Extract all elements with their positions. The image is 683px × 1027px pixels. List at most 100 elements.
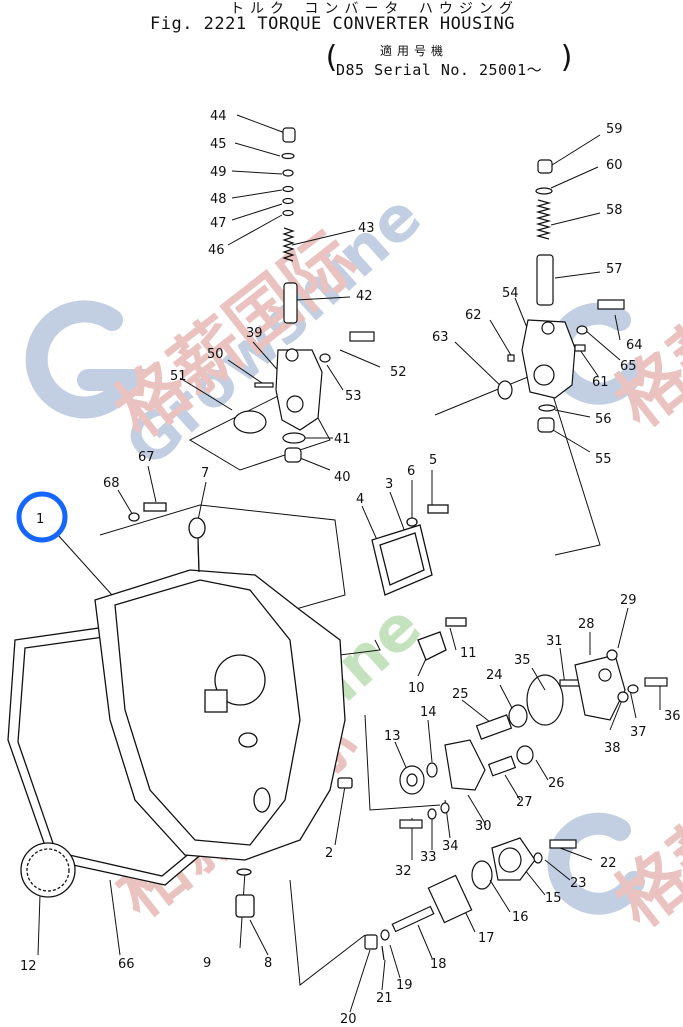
gear-train	[399, 649, 668, 829]
bolt-64	[597, 299, 625, 310]
o-ring-9	[236, 868, 252, 876]
ring-gear-12	[20, 842, 76, 898]
shaft-25	[475, 714, 513, 740]
label-62: 62	[465, 308, 482, 323]
label-52: 52	[390, 365, 407, 380]
plug-59	[537, 159, 553, 174]
housing-cutout	[204, 689, 228, 713]
eyebolt-7-shank	[197, 537, 200, 573]
label-42: 42	[356, 289, 373, 304]
label-37: 37	[630, 725, 647, 740]
washer-34	[440, 802, 450, 814]
label-6: 6	[407, 464, 415, 479]
label-47: 47	[210, 216, 227, 231]
washer-33	[427, 808, 437, 820]
label-15: 15	[545, 891, 562, 906]
valve-port	[286, 395, 304, 413]
washer-37	[627, 684, 639, 694]
bracket-bottom	[289, 879, 366, 986]
label-43: 43	[358, 221, 375, 236]
label-18: 18	[430, 957, 447, 972]
bolt-67	[143, 502, 167, 512]
part-labels: 44 45 49 48 47 46 43 42 39 50 51 52 53 4…	[20, 109, 681, 1027]
nut-20	[364, 934, 378, 950]
spool-42	[283, 282, 298, 324]
serial-number: D85 Serial No. 25001～	[336, 61, 543, 79]
o-ring-45	[281, 152, 295, 160]
o-ring-35	[526, 674, 564, 726]
label-38: 38	[604, 741, 621, 756]
gear-30	[444, 739, 486, 791]
bolt-32	[399, 819, 423, 829]
left-valve-assembly	[233, 127, 375, 463]
valve-port	[533, 364, 555, 386]
label-14: 14	[420, 705, 437, 720]
bolt-11	[445, 617, 467, 627]
label-12: 12	[20, 959, 37, 974]
ring-49	[282, 169, 294, 177]
label-57: 57	[606, 262, 623, 277]
highlight-circle	[16, 491, 68, 543]
label-59: 59	[606, 122, 623, 137]
label-2: 2	[325, 846, 333, 861]
gear-24	[508, 704, 528, 728]
label-64: 64	[626, 338, 643, 353]
label-46: 46	[208, 243, 225, 258]
label-8: 8	[264, 956, 272, 971]
right-valve-assembly	[497, 159, 625, 433]
plug-2	[337, 777, 353, 789]
ring-gear-12-teeth	[26, 848, 70, 892]
nut-26	[516, 745, 534, 765]
label-29: 29	[620, 593, 637, 608]
label-55: 55	[595, 452, 612, 467]
gasket-4	[379, 532, 425, 586]
plug-55	[537, 417, 555, 433]
label-3: 3	[385, 477, 393, 492]
diagram-header: トルク コンバータ ハウジング Fig. 2221 TORQUE CONVERT…	[0, 0, 683, 90]
housing-bore	[214, 654, 266, 706]
label-7: 7	[201, 466, 209, 481]
fitting-61	[574, 344, 586, 352]
label-11: 11	[460, 646, 477, 661]
housing-assembly	[7, 502, 467, 918]
label-67: 67	[138, 450, 155, 465]
valve-port	[285, 348, 299, 362]
pin-50	[254, 382, 274, 388]
label-65: 65	[620, 359, 637, 374]
label-1: 1	[36, 512, 44, 527]
bolt-5	[427, 504, 449, 514]
label-44: 44	[210, 109, 227, 124]
cover-plate-3	[371, 524, 433, 596]
housing-port	[238, 732, 258, 748]
label-30: 30	[475, 819, 492, 834]
label-39: 39	[246, 326, 263, 341]
label-56: 56	[595, 412, 612, 427]
o-ring-60	[535, 187, 553, 195]
serial-paren-close: )	[558, 40, 577, 75]
bearing-13-bore	[406, 773, 418, 787]
label-60: 60	[606, 158, 623, 173]
washer-65	[576, 325, 588, 335]
filter-cover-15-bore	[498, 847, 522, 873]
snap-ring-14	[426, 762, 438, 778]
element-17	[427, 874, 473, 924]
serial-japanese: 適用号機	[380, 44, 449, 58]
label-51: 51	[170, 369, 187, 384]
label-24: 24	[486, 668, 503, 683]
label-49: 49	[210, 165, 227, 180]
label-63: 63	[432, 330, 449, 345]
housing-1-flange	[114, 579, 301, 846]
washer-23	[533, 852, 543, 864]
label-5: 5	[429, 453, 437, 468]
label-23: 23	[570, 876, 587, 891]
spring-43	[282, 227, 295, 262]
label-31: 31	[546, 634, 563, 649]
label-21: 21	[376, 991, 393, 1006]
washer-6	[406, 517, 418, 527]
label-4: 4	[356, 492, 364, 507]
plug-8	[235, 894, 255, 918]
plug-29	[606, 649, 618, 661]
o-ring-16	[471, 860, 493, 890]
label-53: 53	[345, 389, 362, 404]
